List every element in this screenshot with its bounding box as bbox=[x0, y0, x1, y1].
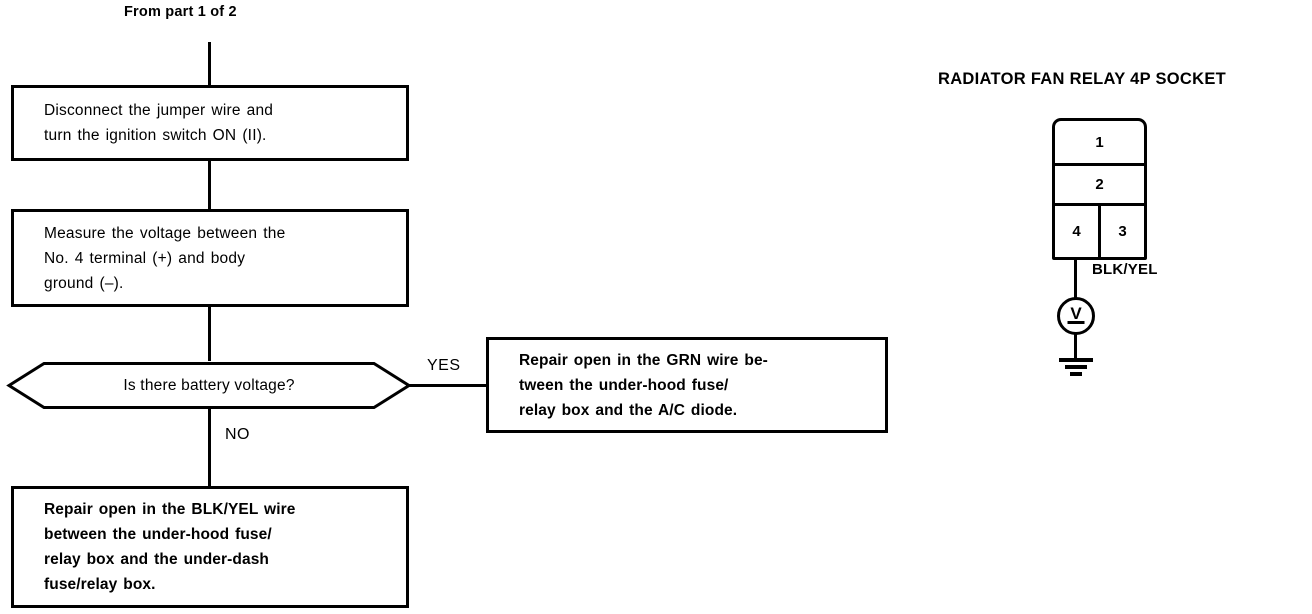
connector-step1-to-step2 bbox=[208, 160, 211, 211]
step-box-measure-voltage: Measure the voltage between the No. 4 te… bbox=[11, 209, 409, 307]
connector-caption-to-step1 bbox=[208, 42, 211, 87]
result-box-grn-wire-text: Repair open in the GRN wire be- tween th… bbox=[519, 351, 768, 419]
ground-symbol-icon bbox=[1059, 358, 1093, 379]
voltmeter-icon: V bbox=[1057, 297, 1095, 335]
wire-voltmeter-to-ground bbox=[1074, 334, 1077, 360]
result-box-blkyel-wire: Repair open in the BLK/YEL wire between … bbox=[11, 486, 409, 608]
decision-battery-voltage-label: Is there battery voltage? bbox=[123, 376, 295, 394]
result-box-blkyel-wire-text: Repair open in the BLK/YEL wire between … bbox=[44, 501, 296, 593]
socket-row-2: 2 bbox=[1055, 166, 1144, 206]
socket-pin-3: 3 bbox=[1118, 223, 1127, 240]
connector-step2-to-decision bbox=[208, 306, 211, 364]
voltmeter-dc-bar bbox=[1067, 321, 1085, 324]
voltmeter-letter: V bbox=[1070, 303, 1082, 323]
from-part-caption: From part 1 of 2 bbox=[124, 4, 237, 20]
ground-bar-1 bbox=[1059, 358, 1093, 362]
socket-pin-1: 1 bbox=[1095, 133, 1104, 151]
result-box-grn-wire: Repair open in the GRN wire be- tween th… bbox=[486, 337, 888, 433]
connector-decision-no bbox=[208, 407, 211, 488]
relay-socket-title: RADIATOR FAN RELAY 4P SOCKET bbox=[938, 70, 1227, 88]
radiator-fan-relay-socket: 1 2 4 3 bbox=[1052, 118, 1147, 260]
socket-row-3: 4 3 bbox=[1055, 206, 1144, 257]
ground-bar-2 bbox=[1065, 365, 1087, 369]
socket-pin-2: 2 bbox=[1095, 176, 1104, 193]
socket-row-1: 1 bbox=[1055, 121, 1144, 166]
ground-bar-3 bbox=[1070, 372, 1082, 376]
wire-pin4-to-voltmeter bbox=[1074, 258, 1077, 299]
step-box-disconnect-jumper: Disconnect the jumper wire and turn the … bbox=[11, 85, 409, 161]
branch-label-yes: YES bbox=[427, 357, 461, 374]
step-box-disconnect-jumper-text: Disconnect the jumper wire and turn the … bbox=[44, 102, 274, 144]
wire-label-blk-yel: BLK/YEL bbox=[1092, 261, 1158, 278]
decision-battery-voltage: Is there battery voltage? bbox=[6, 361, 412, 410]
connector-decision-yes bbox=[406, 384, 488, 387]
socket-pin-4: 4 bbox=[1055, 206, 1101, 257]
step-box-measure-voltage-text: Measure the voltage between the No. 4 te… bbox=[44, 224, 286, 292]
branch-label-no: NO bbox=[225, 426, 250, 443]
